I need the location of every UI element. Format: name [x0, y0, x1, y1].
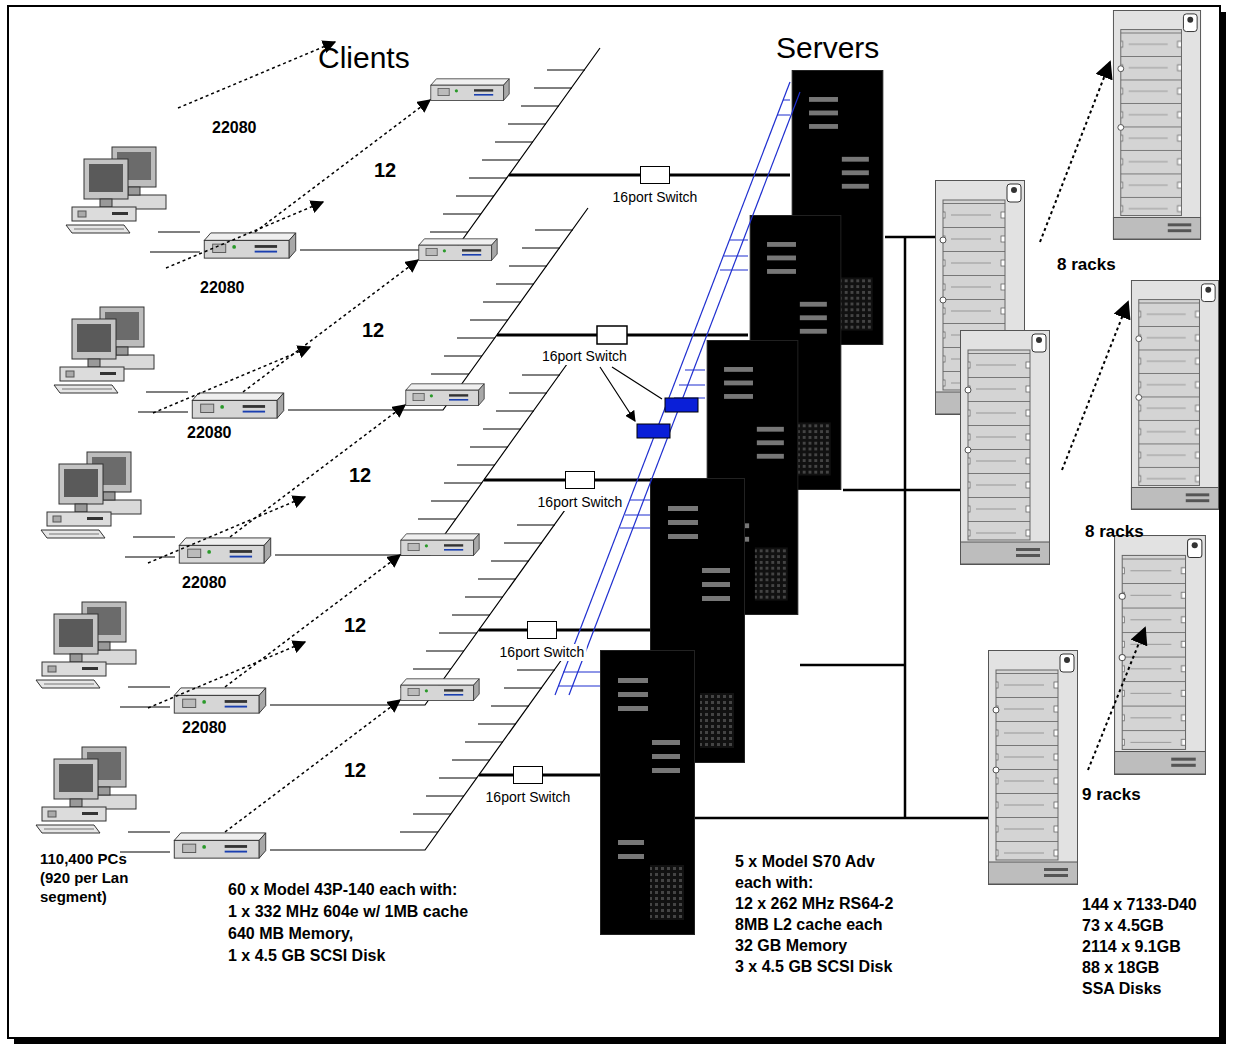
spec-text: 2114 x 9.1GB: [1082, 937, 1181, 956]
switch-label: 16port Switch: [536, 494, 625, 511]
spec-text: 12 x 262 MHz RS64-2: [735, 894, 893, 913]
leader-line: [600, 367, 662, 421]
rack-count: 8 racks: [1057, 255, 1116, 275]
client-row: [41, 347, 575, 563]
spec-text: 73 x 4.5GB: [1082, 916, 1164, 935]
rack-count: 9 racks: [1082, 785, 1141, 805]
switch-label: 16port Switch: [498, 644, 587, 661]
spec-text: each with:: [735, 873, 813, 892]
count-label: 22080: [187, 423, 232, 442]
client-row: [36, 642, 570, 858]
spec-text: 8MB L2 cache each: [735, 915, 883, 934]
rack-arrows: [1040, 62, 1145, 770]
switch-box: [597, 326, 627, 344]
client-row: [54, 202, 588, 418]
spec-text: 5 x Model S70 Adv: [735, 852, 875, 871]
count-label: 22080: [182, 573, 227, 592]
switch-box: [665, 398, 698, 412]
switch-label: 16port Switch: [484, 789, 573, 806]
spec-text: 1 x 332 MHz 604e w/ 1MB cache: [228, 902, 468, 921]
spec-text: segment): [40, 888, 107, 906]
spec-text: (920 per Lan: [40, 869, 128, 887]
client-row: [66, 42, 600, 258]
spec-text: 640 MB Memory,: [228, 924, 353, 943]
count-label: 12: [374, 158, 396, 182]
switch-box: [637, 424, 670, 438]
count-label: 12: [344, 758, 366, 782]
disk-racks: [936, 10, 1219, 884]
frame: [8, 6, 1226, 1044]
spec-text: 88 x 18GB: [1082, 958, 1159, 977]
count-label: 22080: [182, 718, 227, 737]
switch-box: 16port Switch: [640, 166, 670, 184]
switch-label: 16port Switch: [540, 348, 629, 365]
count-label: 12: [362, 318, 384, 342]
heading: Clients: [318, 40, 410, 76]
switch-label: 16port Switch: [611, 189, 700, 206]
switch-interconnect: [555, 82, 800, 695]
client-row: [36, 497, 570, 713]
spec-text: 1 x 4.5 GB SCSI Disk: [228, 946, 385, 965]
switch-box: 16port Switch: [527, 621, 557, 639]
count-label: 22080: [200, 278, 245, 297]
spec-text: 110,400 PCs: [40, 850, 127, 868]
count-label: 12: [349, 463, 371, 487]
spec-text: 60 x Model 43P-140 each with:: [228, 880, 457, 899]
spec-text: 32 GB Memory: [735, 936, 847, 955]
heading: Servers: [776, 30, 879, 66]
switch-box: 16port Switch: [565, 471, 595, 489]
count-label: 12: [344, 613, 366, 637]
spec-text: SSA Disks: [1082, 979, 1161, 998]
rack-count: 8 racks: [1085, 522, 1144, 542]
switch-box: 16port Switch: [513, 766, 543, 784]
count-label: 22080: [212, 118, 257, 137]
spec-text: 144 x 7133-D40: [1082, 895, 1197, 914]
spec-text: 3 x 4.5 GB SCSI Disk: [735, 957, 892, 976]
